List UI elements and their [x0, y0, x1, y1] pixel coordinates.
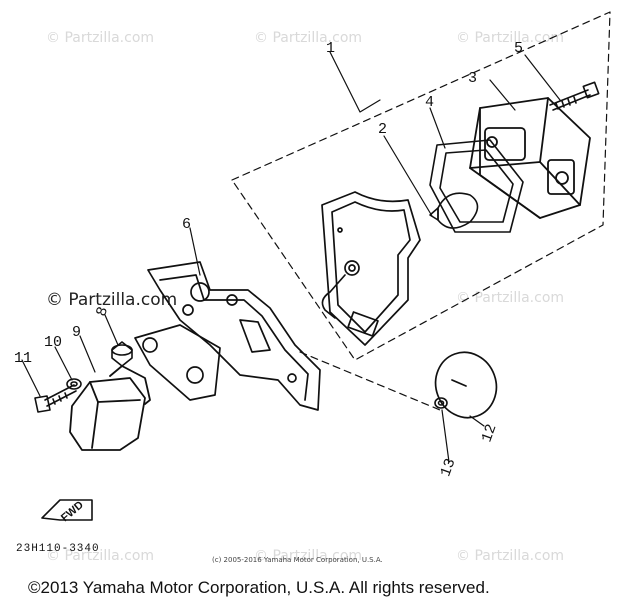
bracket-part	[147, 261, 321, 411]
callout-1: 1	[326, 40, 335, 57]
watermark: © Partzilla.com	[456, 290, 565, 306]
assembly-boundary	[231, 11, 611, 361]
callout-2: 2	[378, 121, 387, 138]
callout-6: 6	[182, 216, 191, 233]
nut-part	[434, 397, 448, 409]
collar-part	[111, 341, 133, 367]
watermark: © Partzilla.com	[456, 548, 565, 564]
copyright-notice: ©2013 Yamaha Motor Corporation, U.S.A. A…	[28, 578, 490, 597]
forward-arrow-icon	[41, 499, 93, 521]
callout-9: 9	[72, 324, 81, 341]
leader-lines	[21, 51, 561, 463]
callout-12: 12	[478, 422, 500, 445]
lens-housing-part	[469, 97, 591, 219]
watermark: © Partzilla.com	[254, 30, 363, 46]
watermark: © Partzilla.com	[46, 548, 155, 564]
cover-part	[69, 365, 151, 451]
watermark: © Partzilla.com	[46, 30, 155, 46]
callout-8: 8	[93, 305, 112, 319]
callout-10: 10	[44, 334, 62, 351]
callout-11: 11	[14, 350, 32, 367]
bolt-part	[34, 384, 77, 413]
reflector-part	[434, 351, 498, 419]
callout-5: 5	[514, 40, 523, 57]
gasket-part	[429, 139, 524, 233]
watermark: © Partzilla.com	[456, 30, 565, 46]
bulb-part	[429, 192, 479, 229]
base-plate-part	[321, 191, 421, 346]
small-copyright: (c) 2005-2016 Yamaha Motor Corporation, …	[212, 556, 383, 564]
screw-part	[549, 81, 600, 111]
washer-part	[66, 378, 82, 390]
diagram-part-number: 23H110-3340	[16, 543, 100, 555]
watermark-dark: © Partzilla.com	[46, 290, 178, 310]
callout-4: 4	[425, 94, 434, 111]
plate-part	[134, 324, 221, 401]
callout-13: 13	[437, 456, 459, 479]
callout-3: 3	[468, 70, 477, 87]
watermark: © Partzilla.com	[254, 548, 363, 564]
mount-line	[299, 351, 441, 411]
